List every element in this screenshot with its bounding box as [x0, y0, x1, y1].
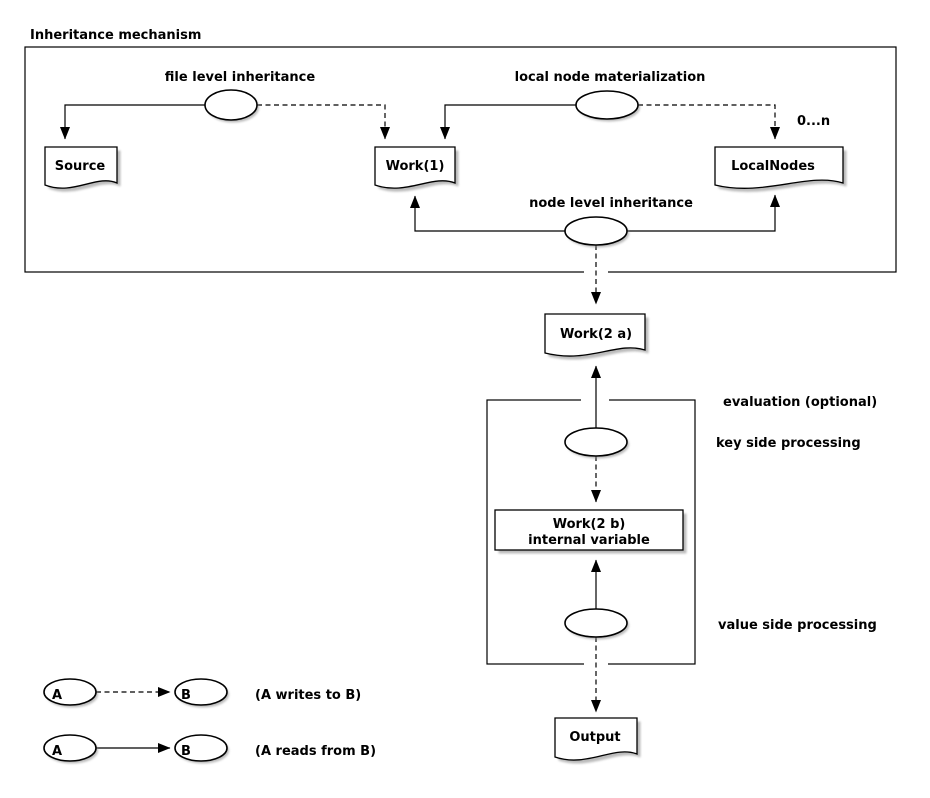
- legend-reads-label: (A reads from B): [255, 744, 376, 759]
- legend: A B (A writes to B) A B (A reads from B): [43, 678, 376, 764]
- legend-ellipse-a-writes: A: [43, 678, 98, 708]
- value-side-processing-label: value side processing: [718, 618, 877, 633]
- value-side-connector: [564, 608, 629, 640]
- file-level-connector: [204, 89, 259, 123]
- legend-writes-label: (A writes to B): [255, 688, 361, 703]
- work1-label: Work(1): [386, 159, 445, 174]
- output-label: Output: [569, 730, 620, 745]
- legend-a-label: A: [52, 744, 62, 759]
- multiplicity-label: 0...n: [797, 114, 830, 129]
- arrow-node-level-to-work1: [410, 195, 565, 232]
- key-side-connector: [564, 427, 629, 459]
- work2a-node: Work(2 a): [544, 313, 649, 360]
- arrow-file-level-to-work1: [257, 104, 390, 140]
- key-side-processing-label: key side processing: [716, 436, 861, 451]
- arrow-local-node-to-work1: [440, 104, 576, 140]
- output-node: Output: [554, 717, 641, 764]
- source-node: Source: [44, 146, 121, 192]
- arrow-node-level-to-localnodes: [627, 194, 780, 232]
- localnodes-node: LocalNodes: [714, 146, 847, 192]
- diagram-title: Inheritance mechanism: [30, 28, 201, 43]
- work2b-node: Work(2 b) internal variable: [494, 509, 687, 554]
- legend-b-label: B: [181, 744, 191, 759]
- file-level-inheritance-label: file level inheritance: [165, 70, 316, 85]
- legend-a-label: A: [52, 688, 62, 703]
- legend-ellipse-b-reads: B: [174, 734, 229, 764]
- localnodes-label: LocalNodes: [731, 159, 815, 174]
- inheritance-mechanism-box: [24, 46, 897, 273]
- legend-b-label: B: [181, 688, 191, 703]
- arrow-file-level-to-source: [60, 104, 205, 140]
- local-node-connector: [575, 90, 640, 122]
- legend-ellipse-a-reads: A: [43, 734, 98, 764]
- line-gap-mask: [581, 395, 609, 404]
- local-node-materialization-label: local node materialization: [515, 70, 706, 85]
- arrow-local-node-to-localnodes: [638, 104, 780, 140]
- work2a-label: Work(2 a): [560, 327, 632, 342]
- evaluation-optional-label: evaluation (optional): [723, 395, 877, 410]
- work1-node: Work(1): [374, 146, 459, 192]
- node-level-inheritance-label: node level inheritance: [529, 196, 693, 211]
- legend-ellipse-b-writes: B: [174, 678, 229, 708]
- source-label: Source: [55, 159, 106, 174]
- work2b-title: Work(2 b): [553, 517, 626, 532]
- work2b-subtitle: internal variable: [528, 533, 650, 548]
- node-level-connector: [564, 216, 629, 248]
